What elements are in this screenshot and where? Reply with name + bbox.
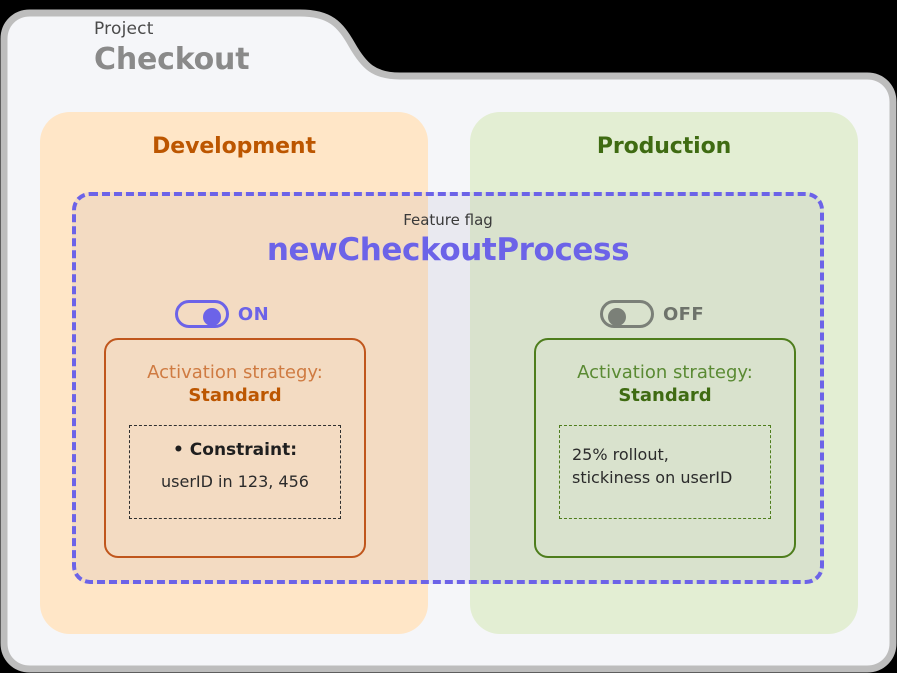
environment-title-production: Production [596,134,732,159]
strategy-label-development: Activation strategy: [147,362,323,383]
strategy-value-development: Standard [188,384,282,406]
toggle-group-development[interactable]: ON [44,294,400,334]
strategy-card-development[interactable]: Activation strategy: Standard • Constrai… [104,338,366,558]
project-kicker: Project [94,19,154,39]
toggle-switch-on-icon[interactable] [174,300,229,328]
feature-flag-kicker: Feature flag [403,211,493,229]
project-title: Checkout [94,41,250,77]
constraint-value: userID in 123, 456 [161,472,309,492]
constraint-box-development: • Constraint: userID in 123, 456 [129,425,341,519]
toggle-label-development: ON [237,303,270,325]
toggle-knob [607,308,626,326]
constraint-heading: • Constraint: [173,440,297,460]
toggle-label-production: OFF [662,303,705,325]
toggle-group-production[interactable]: OFF [474,294,830,334]
strategy-label-production: Activation strategy: [577,362,753,383]
toggle-switch-off-icon[interactable] [599,300,654,328]
environment-title-development: Development [152,134,316,159]
rollout-text: 25% rollout, stickiness on userID [572,445,733,488]
feature-flag-name: newCheckoutProcess [266,231,630,268]
rollout-box-production: 25% rollout, stickiness on userID [559,425,771,519]
strategy-value-production: Standard [618,384,712,406]
project-header: Project Checkout [94,20,344,78]
toggle-knob [202,308,221,326]
strategy-card-production[interactable]: Activation strategy: Standard 25% rollou… [534,338,796,558]
toggles-row: ON OFF [76,294,820,334]
